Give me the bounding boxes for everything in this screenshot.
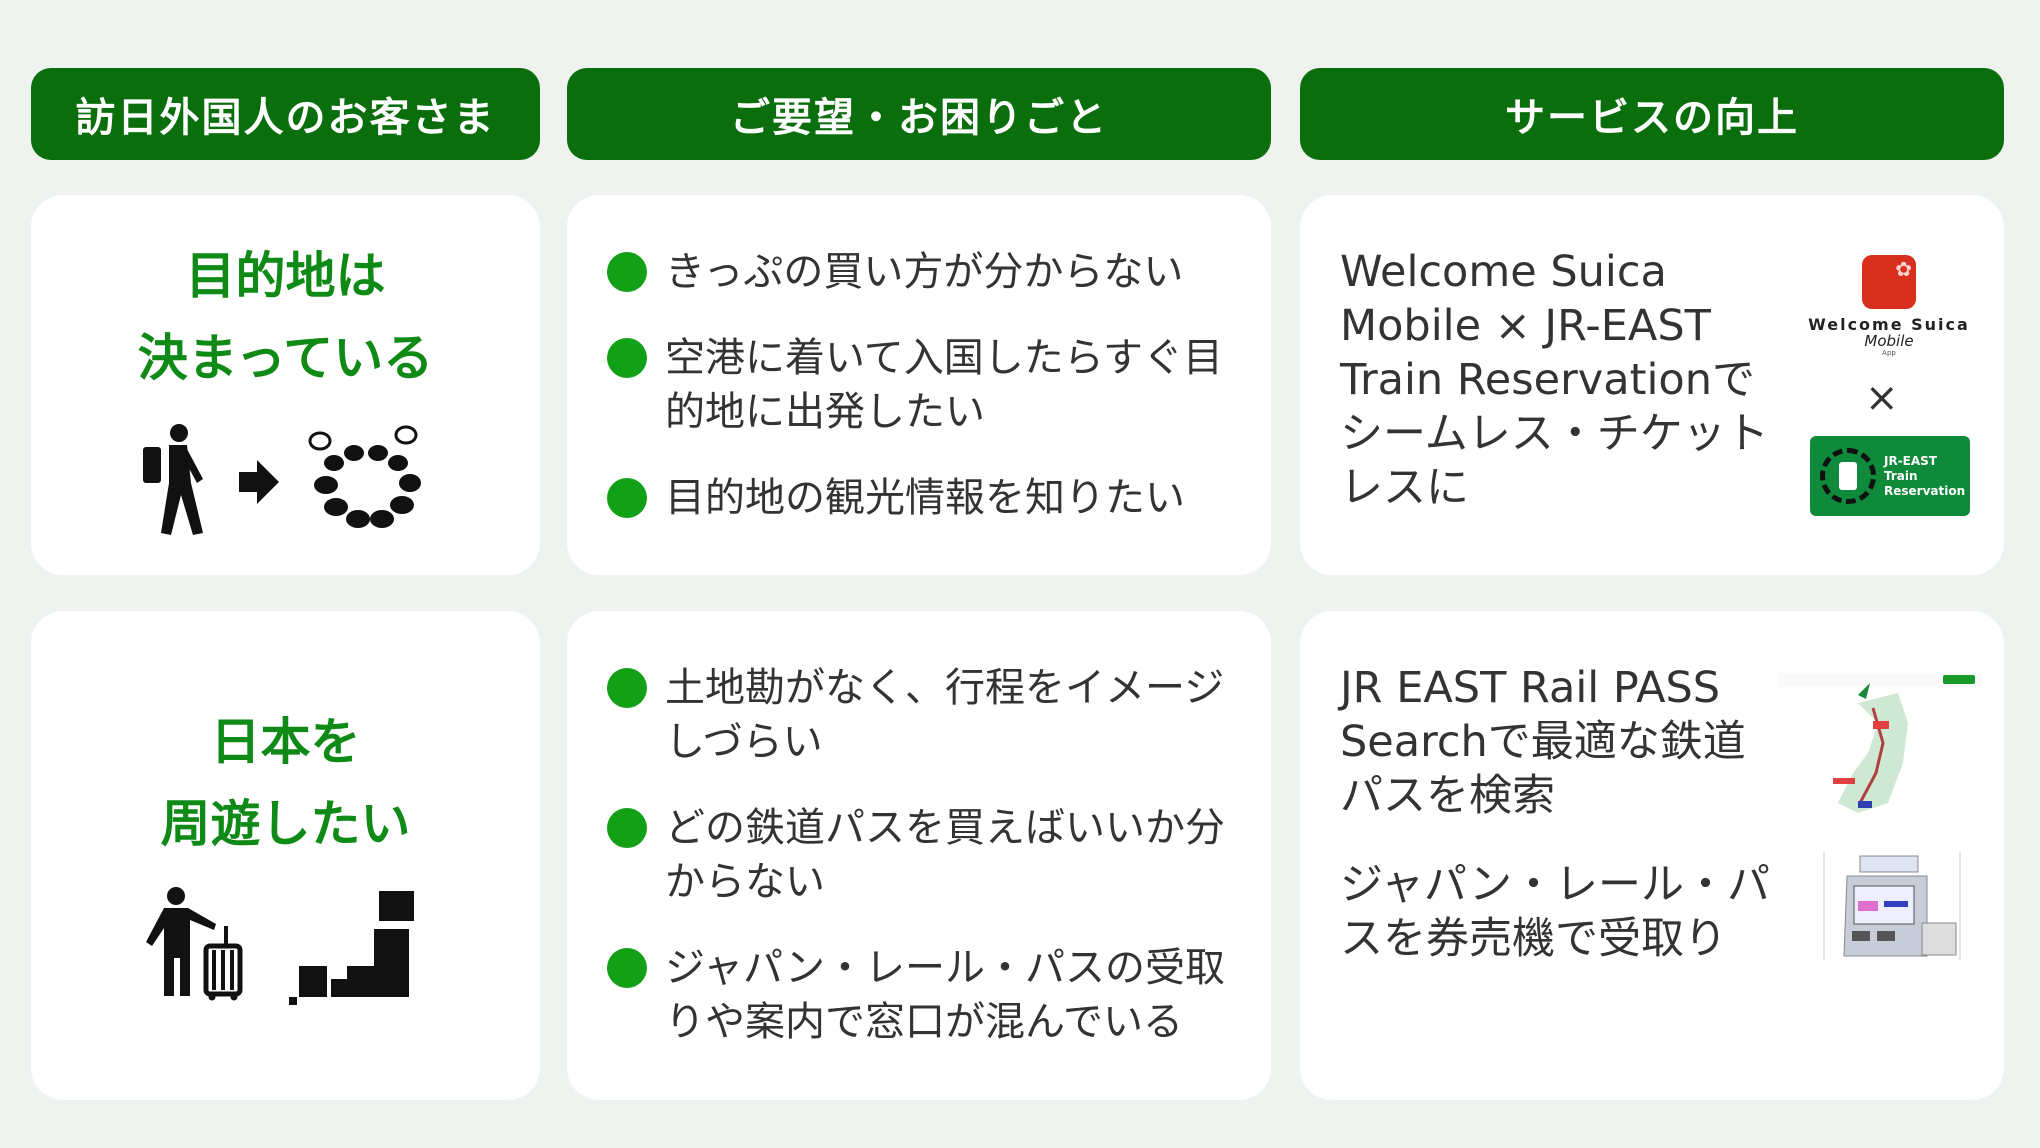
need-text: 空港に着いて入国したらすぐ目的地に出発したい xyxy=(665,335,1223,435)
jr-logo-line: Train xyxy=(1884,468,1918,483)
needs-list: 土地勘がなく、行程をイメージしづらい どの鉄道パスを買えばいいか分からない ジャ… xyxy=(607,661,1241,1081)
visitor-card-destination: 目的地は 決まっている xyxy=(31,195,540,575)
list-item: どの鉄道パスを買えばいいか分からない xyxy=(607,801,1241,909)
visitor-title-line: 周遊したい xyxy=(160,795,411,853)
walking-person-icon xyxy=(143,424,203,535)
bullet-dot-icon xyxy=(607,478,647,518)
jr-logo-line: Reservation xyxy=(1884,483,1966,498)
suica-app-icon: ✿ xyxy=(1862,255,1916,309)
header-needs: ご要望・お困りごと xyxy=(567,68,1271,160)
header-services-label: サービスの向上 xyxy=(1505,95,1799,141)
service-text-railpass-search: JR EAST Rail PASS Searchで最適な鉄道パスを検索 xyxy=(1340,663,1746,821)
japan-map-icon xyxy=(289,891,414,1005)
list-item: 目的地の観光情報を知りたい xyxy=(607,471,1241,525)
bullet-dot-icon xyxy=(607,668,647,708)
rail-pass-map-screenshot xyxy=(1778,673,1983,813)
jr-east-train-reservation-logo: JR-EAST Train Reservation xyxy=(1810,436,1970,516)
visitor-title-line: 日本を xyxy=(210,713,361,771)
list-item: ジャパン・レール・パスの受取りや案内で窓口が混んでいる xyxy=(607,941,1241,1049)
need-text: きっぷの買い方が分からない xyxy=(665,249,1184,295)
list-item: 土地勘がなく、行程をイメージしづらい xyxy=(607,661,1241,769)
ticket-machine-image xyxy=(1823,851,1961,961)
header-services: サービスの向上 xyxy=(1300,68,2004,160)
visitor-title: 日本を 周遊したい xyxy=(31,701,540,865)
bullet-dot-icon xyxy=(607,808,647,848)
service-text: Welcome Suica Mobile × JR-EAST Train Res… xyxy=(1340,247,1769,513)
header-needs-label: ご要望・お困りごと xyxy=(730,95,1108,141)
visitor-title-line: 決まっている xyxy=(137,329,434,387)
phone-ticket-icon xyxy=(1820,448,1876,504)
bullet-dot-icon xyxy=(607,338,647,378)
welcome-suica-logo: ✿ Welcome Suica Mobile App xyxy=(1805,255,1973,357)
list-item: きっぷの買い方が分からない xyxy=(607,245,1241,299)
arrow-right-icon xyxy=(239,460,279,504)
bullet-dot-icon xyxy=(607,948,647,988)
suica-logo-subtext: Mobile xyxy=(1864,332,1914,350)
service-card-suica: Welcome Suica Mobile × JR-EAST Train Res… xyxy=(1300,195,2004,575)
needs-card-tour: 土地勘がなく、行程をイメージしづらい どの鉄道パスを買えばいいか分からない ジャ… xyxy=(567,611,1271,1100)
visitor-title-line: 目的地は xyxy=(185,247,386,305)
suica-logo-app: App xyxy=(1882,349,1896,357)
destination-ring-icon xyxy=(308,425,421,528)
jr-logo-line: JR-EAST xyxy=(1884,453,1937,468)
times-icon: × xyxy=(1865,375,1899,421)
service-text-ticket-machine: ジャパン・レール・パスを券売機で受取り xyxy=(1340,860,1770,964)
suica-logo-text: Welcome Suica xyxy=(1808,315,1970,334)
visitor-title: 目的地は 決まっている xyxy=(31,235,540,399)
needs-list: きっぷの買い方が分からない 空港に着いて入国したらすぐ目的地に出発したい 目的地… xyxy=(607,245,1241,557)
need-text: ジャパン・レール・パスの受取りや案内で窓口が混んでいる xyxy=(665,945,1225,1045)
service-card-railpass: JR EAST Rail PASS Searchで最適な鉄道パスを検索 ジャパン… xyxy=(1300,611,2004,1100)
visitor-card-tour: 日本を 周遊したい xyxy=(31,611,540,1100)
header-visitors: 訪日外国人のお客さま xyxy=(31,68,540,160)
need-text: どの鉄道パスを買えばいいか分からない xyxy=(665,805,1225,905)
need-text: 土地勘がなく、行程をイメージしづらい xyxy=(665,665,1225,765)
needs-card-destination: きっぷの買い方が分からない 空港に着いて入国したらすぐ目的地に出発したい 目的地… xyxy=(567,195,1271,575)
need-text: 目的地の観光情報を知りたい xyxy=(665,475,1185,521)
header-visitors-label: 訪日外国人のお客さま xyxy=(75,95,496,141)
bullet-dot-icon xyxy=(607,252,647,292)
traveler-with-suitcase-icon xyxy=(146,887,243,1001)
list-item: 空港に着いて入国したらすぐ目的地に出発したい xyxy=(607,331,1241,439)
